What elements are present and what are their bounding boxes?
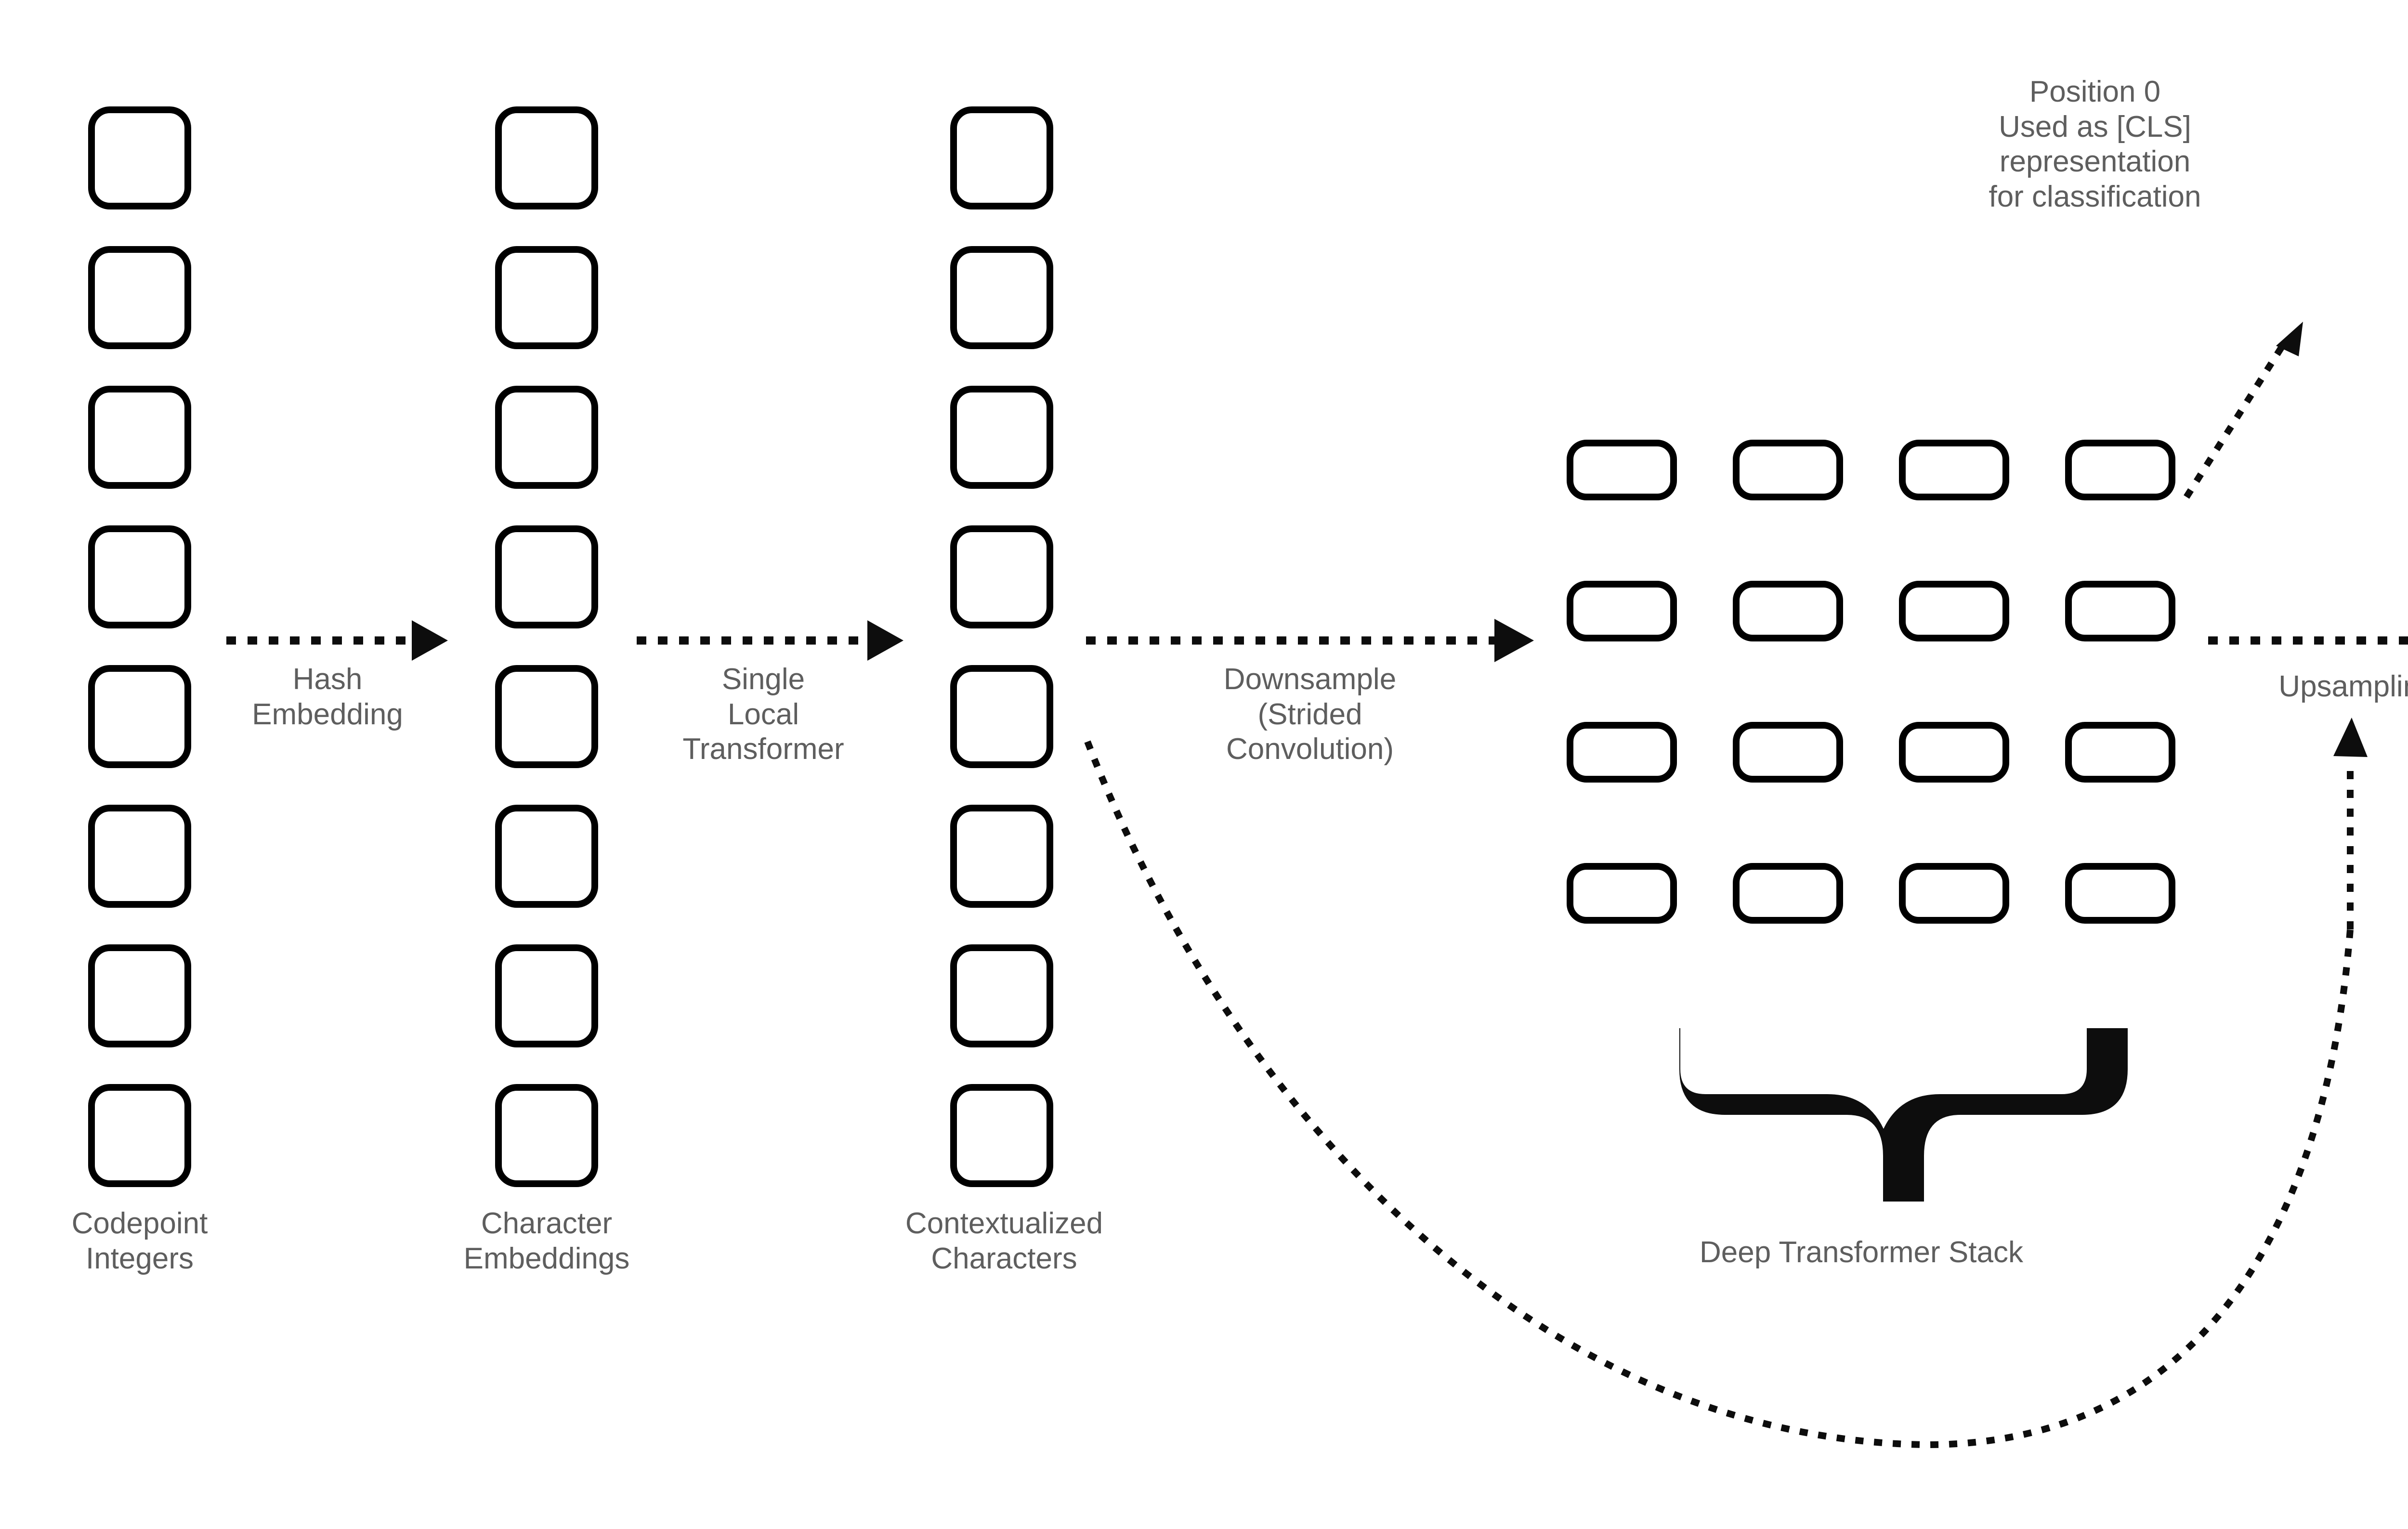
node-box[interactable] — [88, 246, 191, 349]
grid-box[interactable] — [1567, 722, 1677, 783]
grid-box[interactable] — [1899, 581, 2009, 641]
column-character-embeddings — [495, 106, 598, 1187]
column-codepoint-integers — [88, 106, 191, 1187]
annotation-cls-note: Position 0 Used as [CLS] representation … — [1989, 75, 2201, 213]
node-box[interactable] — [950, 386, 1053, 489]
grid-box[interactable] — [1899, 722, 2009, 783]
node-box[interactable] — [495, 805, 598, 908]
grid-box[interactable] — [1733, 440, 1843, 500]
grid-box[interactable] — [1899, 863, 2009, 924]
node-box[interactable] — [495, 386, 598, 489]
node-box[interactable] — [495, 1084, 598, 1187]
caption-character-embeddings: Character Embeddings — [463, 1207, 630, 1275]
node-box[interactable] — [495, 944, 598, 1047]
grid-box[interactable] — [1733, 863, 1843, 924]
node-box[interactable] — [950, 106, 1053, 209]
column-contextualized-characters — [950, 106, 1053, 1187]
grid-box[interactable] — [1733, 581, 1843, 641]
node-box[interactable] — [88, 944, 191, 1047]
arrow-upsampling — [2208, 636, 2408, 645]
label-upsampling: Upsampling — [2278, 670, 2408, 703]
grid-box[interactable] — [2065, 863, 2175, 924]
node-box[interactable] — [495, 106, 598, 209]
node-box[interactable] — [495, 665, 598, 768]
deep-transformer-stack-grid — [1567, 440, 2175, 924]
node-box[interactable] — [495, 246, 598, 349]
node-box[interactable] — [88, 1084, 191, 1187]
node-box[interactable] — [88, 106, 191, 209]
node-box[interactable] — [950, 805, 1053, 908]
label-hash-embedding: Hash Embedding — [252, 663, 403, 731]
arrow-single-local-transformer — [637, 620, 903, 661]
node-box[interactable] — [88, 525, 191, 628]
grid-box[interactable] — [1567, 440, 1677, 500]
caption-deep-transformer-stack: Deep Transformer Stack — [1700, 1236, 2023, 1269]
node-box[interactable] — [950, 944, 1053, 1047]
node-box[interactable] — [495, 525, 598, 628]
caption-codepoint-integers: Codepoint Integers — [71, 1207, 208, 1275]
label-downsample: Downsample (Strided Convolution) — [1223, 663, 1397, 766]
node-box[interactable] — [950, 246, 1053, 349]
curly-brace-icon — [1679, 1028, 2128, 1202]
arrow-head-icon — [2333, 718, 2368, 757]
arrow-downsample — [1086, 619, 1534, 662]
node-box[interactable] — [950, 665, 1053, 768]
grid-box[interactable] — [1899, 440, 2009, 500]
grid-box[interactable] — [1567, 581, 1677, 641]
arrow-head-icon — [1494, 619, 1534, 662]
caption-contextualized-characters: Contextualized Characters — [905, 1207, 1103, 1275]
arrow-head-icon — [867, 620, 903, 661]
arrow-cls-annotation — [2184, 322, 2303, 499]
grid-box[interactable] — [2065, 581, 2175, 641]
grid-box[interactable] — [1567, 863, 1677, 924]
node-box[interactable] — [88, 805, 191, 908]
grid-box[interactable] — [2065, 722, 2175, 783]
node-box[interactable] — [950, 525, 1053, 628]
arrow-hash-embedding — [226, 620, 448, 661]
label-single-local-transformer: Single Local Transformer — [682, 663, 844, 766]
arrow-head-icon — [412, 620, 448, 661]
node-box[interactable] — [88, 386, 191, 489]
grid-box[interactable] — [1733, 722, 1843, 783]
node-box[interactable] — [950, 1084, 1053, 1187]
arrow-head-icon — [2276, 322, 2303, 356]
residual-skip-connection — [1084, 718, 2368, 1449]
grid-box[interactable] — [2065, 440, 2175, 500]
node-box[interactable] — [88, 665, 191, 768]
